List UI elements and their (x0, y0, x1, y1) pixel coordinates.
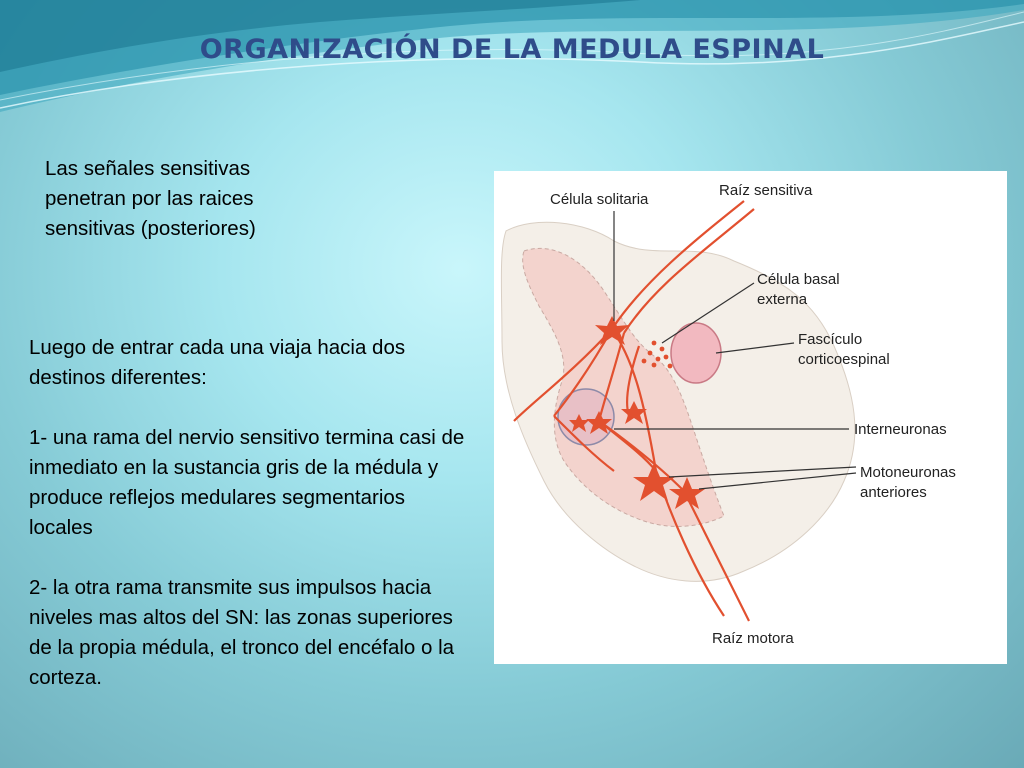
solitary-neuron (595, 316, 629, 345)
label-celula-basal-2: externa (757, 291, 808, 308)
spinal-cord-illustration (500, 200, 857, 622)
point-1: 1- una rama del nervio sensitivo termina… (29, 426, 465, 539)
spinal-cord-diagram: Célula solitaria Raíz sensitiva Célula b… (494, 171, 1007, 664)
fascicle-ellipse (670, 322, 722, 384)
label-leader-lines (613, 211, 857, 490)
label-fasciculo-2: corticoespinal (798, 351, 890, 368)
intro-text: Las señales sensitivas penetran por las … (45, 157, 256, 240)
label-motoneuronas-2: anteriores (860, 484, 927, 501)
interneuron-2 (621, 401, 647, 424)
motoneuron-1 (633, 463, 675, 501)
interneuron-3 (569, 414, 589, 432)
interneuron-1 (586, 411, 612, 434)
label-fasciculo-1: Fascículo (798, 331, 863, 348)
motoneuron-2 (669, 477, 705, 509)
label-raiz-motora: Raíz motora (712, 630, 794, 647)
body-intro: Luego de entrar cada una viaja hacia dos… (29, 336, 406, 389)
label-interneuronas: Interneuronas (854, 421, 947, 438)
top-wave-decoration (0, 0, 1024, 112)
interneuron-region (557, 388, 615, 446)
label-celula-solitaria: Célula solitaria (550, 191, 649, 208)
label-motoneuronas-1: Motoneuronas (860, 464, 956, 481)
basal-cell-dots (641, 340, 673, 369)
neuron-cells (569, 316, 705, 509)
point-2: 2- la otra rama transmite sus impulsos h… (29, 576, 455, 689)
label-raiz-sensitiva: Raíz sensitiva (719, 182, 813, 199)
label-celula-basal-1: Célula basal (757, 271, 840, 288)
grey-matter-shape (522, 247, 725, 527)
body-text: Luego de entrar cada una viaja hacia dos… (29, 333, 469, 723)
page-title: ORGANIZACIÓN DE LA MEDULA ESPINAL (199, 34, 825, 65)
